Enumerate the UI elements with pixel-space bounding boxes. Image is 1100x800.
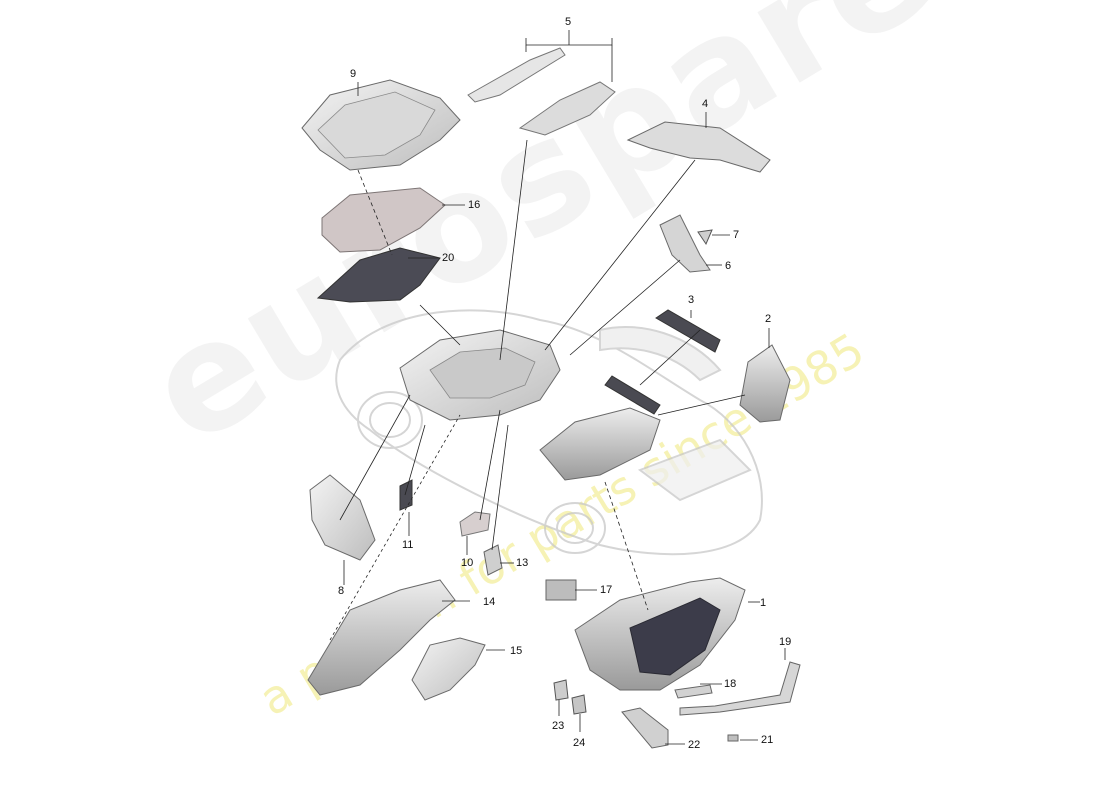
- rear-bulkhead-upper: [539, 407, 661, 481]
- part-5-strip-lower: [518, 81, 616, 136]
- part-16-insulation-pad: [321, 187, 446, 253]
- callout-22: 22: [688, 739, 701, 751]
- callout-7: 7: [733, 229, 740, 241]
- part-7-clip: [697, 229, 713, 246]
- callout-24: 24: [573, 737, 586, 749]
- part-13-bracket: [483, 544, 503, 576]
- part-1-rear-bulkhead: [574, 577, 746, 691]
- part-10-cover: [459, 511, 491, 537]
- part-14-floor-liner: [307, 579, 456, 696]
- part-8-side-trim: [309, 474, 376, 561]
- callout-6: 6: [725, 260, 732, 272]
- central-trunk-tub: [399, 329, 561, 421]
- callout-20: 20: [442, 252, 455, 264]
- part-9-trunk-cover: [301, 79, 461, 171]
- callout-18: 18: [724, 678, 737, 690]
- callout-3: 3: [688, 294, 695, 306]
- part-17-block: [545, 579, 577, 601]
- part-2-side-panel: [739, 344, 791, 423]
- part-24-fastener: [571, 694, 587, 715]
- callout-9: 9: [350, 68, 357, 80]
- part-15-duct: [411, 637, 486, 701]
- callout-21: 21: [761, 734, 774, 746]
- part-4-bracket: [626, 121, 771, 173]
- leader-lines: [329, 30, 786, 745]
- part-21-clip: [727, 734, 739, 742]
- part-3-seal-strip: [655, 309, 721, 353]
- callout-4: 4: [702, 98, 709, 110]
- part-5-strip-upper: [467, 47, 566, 103]
- part-20-insulation-mat: [316, 247, 441, 303]
- callout-23: 23: [552, 720, 565, 732]
- part-23-fastener: [553, 679, 569, 701]
- callout-8: 8: [338, 585, 345, 597]
- callout-17: 17: [600, 584, 613, 596]
- part-22-bracket: [621, 707, 669, 749]
- callout-11: 11: [402, 539, 414, 551]
- callout-1: 1: [760, 597, 767, 609]
- part-18-strip: [674, 684, 713, 699]
- part-3-seal-strip-lower: [604, 375, 661, 415]
- callout-19: 19: [779, 636, 792, 648]
- part-6-support: [659, 214, 711, 273]
- part-11-pad: [399, 479, 413, 511]
- callout-5: 5: [565, 16, 572, 28]
- callout-16: 16: [468, 199, 481, 211]
- callout-13: 13: [516, 557, 529, 569]
- callout-10: 10: [461, 557, 474, 569]
- callout-2: 2: [765, 313, 772, 325]
- part-19-rod: [679, 661, 801, 716]
- car-silhouette: [335, 309, 763, 556]
- callout-15: 15: [510, 645, 523, 657]
- callout-14: 14: [483, 596, 496, 608]
